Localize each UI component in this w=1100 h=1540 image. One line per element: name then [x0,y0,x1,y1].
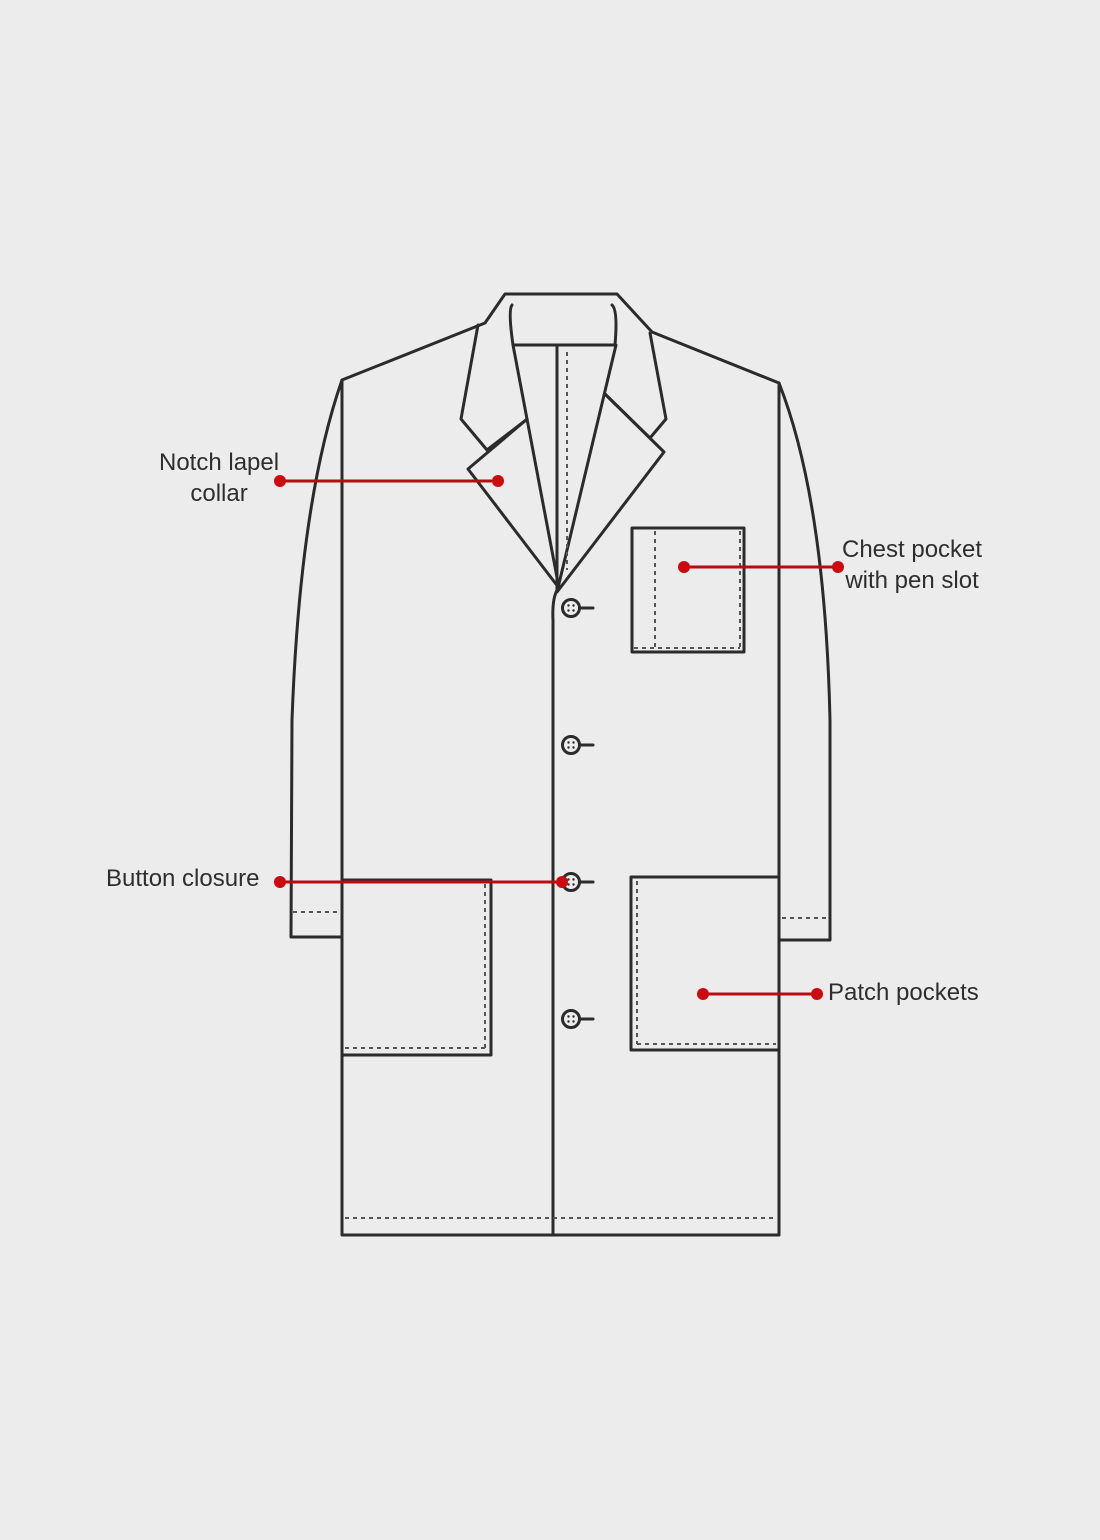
button-icon [561,735,595,755]
patch-pocket-target-dot [697,988,709,1000]
label-line: Notch lapel [159,449,280,476]
button-icon [561,598,595,618]
label-button-closure: Button closure [106,863,259,894]
patch-pocket-leader-dot [811,988,823,1000]
button-icon [561,1009,595,1029]
left-sleeve [289,378,344,939]
button-target-dot [556,876,568,888]
chest-pocket-leader-dot [832,561,844,573]
collar-leader-dot [274,475,286,487]
label-chest-pocket: Chest pocket with pen slot [842,534,982,596]
label-line: collar [190,480,248,507]
right-lapel [555,343,666,594]
chest-pocket-target-dot [678,561,690,573]
label-notch-lapel-collar: Notch lapel collar [159,447,279,509]
label-line: with pen slot [845,567,979,594]
left-lapel [466,343,561,590]
coat-outline [289,292,832,1237]
buttons [561,598,595,1029]
collar-target-dot [492,475,504,487]
callout-leaders [274,475,844,1000]
chest-pocket [630,526,746,654]
right-patch-pocket [629,875,781,1052]
label-line: Patch pockets [828,979,979,1006]
button-leader-dot [274,876,286,888]
right-sleeve [777,381,832,942]
left-patch-pocket [340,878,493,1057]
label-line: Chest pocket [842,536,983,563]
label-line: Button closure [106,865,260,892]
label-patch-pockets: Patch pockets [828,977,979,1008]
